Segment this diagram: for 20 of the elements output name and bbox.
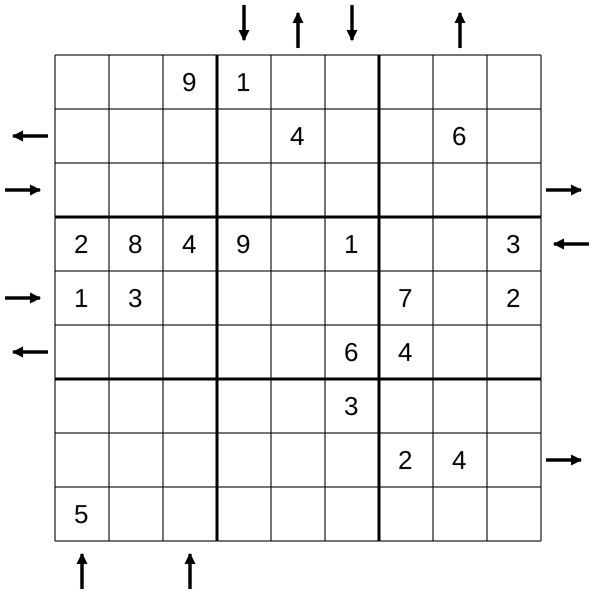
given-digit: 4: [290, 123, 304, 149]
given-digit: 6: [452, 123, 466, 149]
given-digit: 6: [344, 339, 358, 365]
given-digit: 2: [398, 447, 412, 473]
given-digit: 4: [398, 339, 412, 365]
given-digit: 7: [398, 285, 412, 311]
given-digit: 3: [344, 393, 358, 419]
given-digit: 1: [74, 285, 88, 311]
given-digit: 5: [74, 501, 88, 527]
given-digit: 1: [344, 231, 358, 257]
given-digit: 4: [452, 447, 466, 473]
given-digit: 4: [182, 231, 196, 257]
given-digit: 3: [506, 231, 520, 257]
given-digit: 2: [74, 231, 88, 257]
given-digit: 9: [182, 69, 196, 95]
given-digit: 3: [128, 285, 142, 311]
given-digit: 2: [506, 285, 520, 311]
given-digit: 9: [236, 231, 250, 257]
given-digit: 8: [128, 231, 142, 257]
given-digit: 1: [236, 69, 250, 95]
